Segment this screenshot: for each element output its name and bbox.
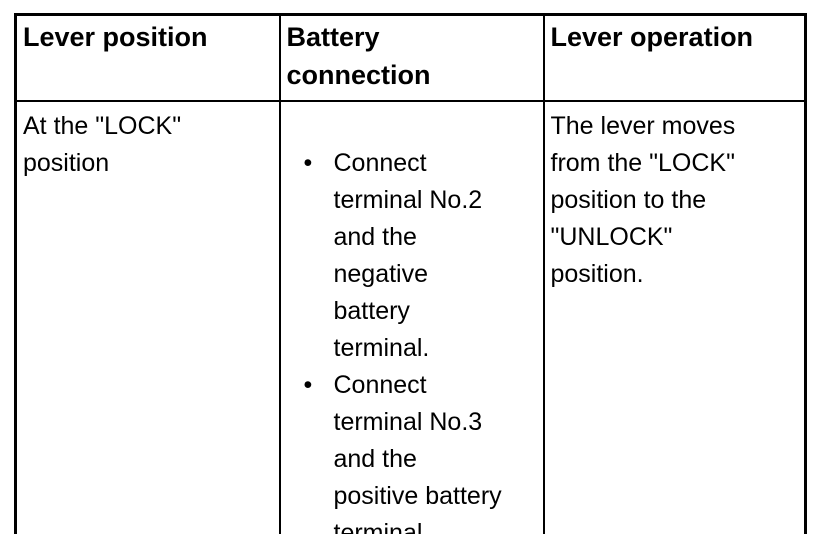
- column-header-lever-operation: Lever operation: [542, 13, 807, 102]
- list-item-text: Connect terminal No.3 and the positive b…: [333, 370, 502, 534]
- battery-connection-list: • Connect terminal No.2 and the negative…: [287, 145, 537, 534]
- list-item-text: Connect terminal No.2 and the negative b…: [333, 148, 483, 362]
- cell-lever-operation: The lever moves from the "LOCK" position…: [542, 99, 807, 534]
- list-item: • Connect terminal No.3 and the positive…: [287, 367, 537, 534]
- list-item: • Connect terminal No.2 and the negative…: [287, 145, 537, 367]
- header-row: Lever position Battery connection Lever …: [14, 13, 807, 102]
- lever-position-table: Lever position Battery connection Lever …: [14, 13, 807, 534]
- cell-battery-connection: • Connect terminal No.2 and the negative…: [278, 99, 545, 534]
- cell-lever-position: At the "LOCK" position: [14, 99, 281, 534]
- column-header-battery-connection: Battery connection: [278, 13, 545, 102]
- table-row: At the "LOCK" position • Connect termina…: [14, 99, 807, 534]
- bullet-icon: •: [303, 370, 313, 399]
- bullet-icon: •: [303, 148, 313, 177]
- column-header-lever-position: Lever position: [14, 13, 281, 102]
